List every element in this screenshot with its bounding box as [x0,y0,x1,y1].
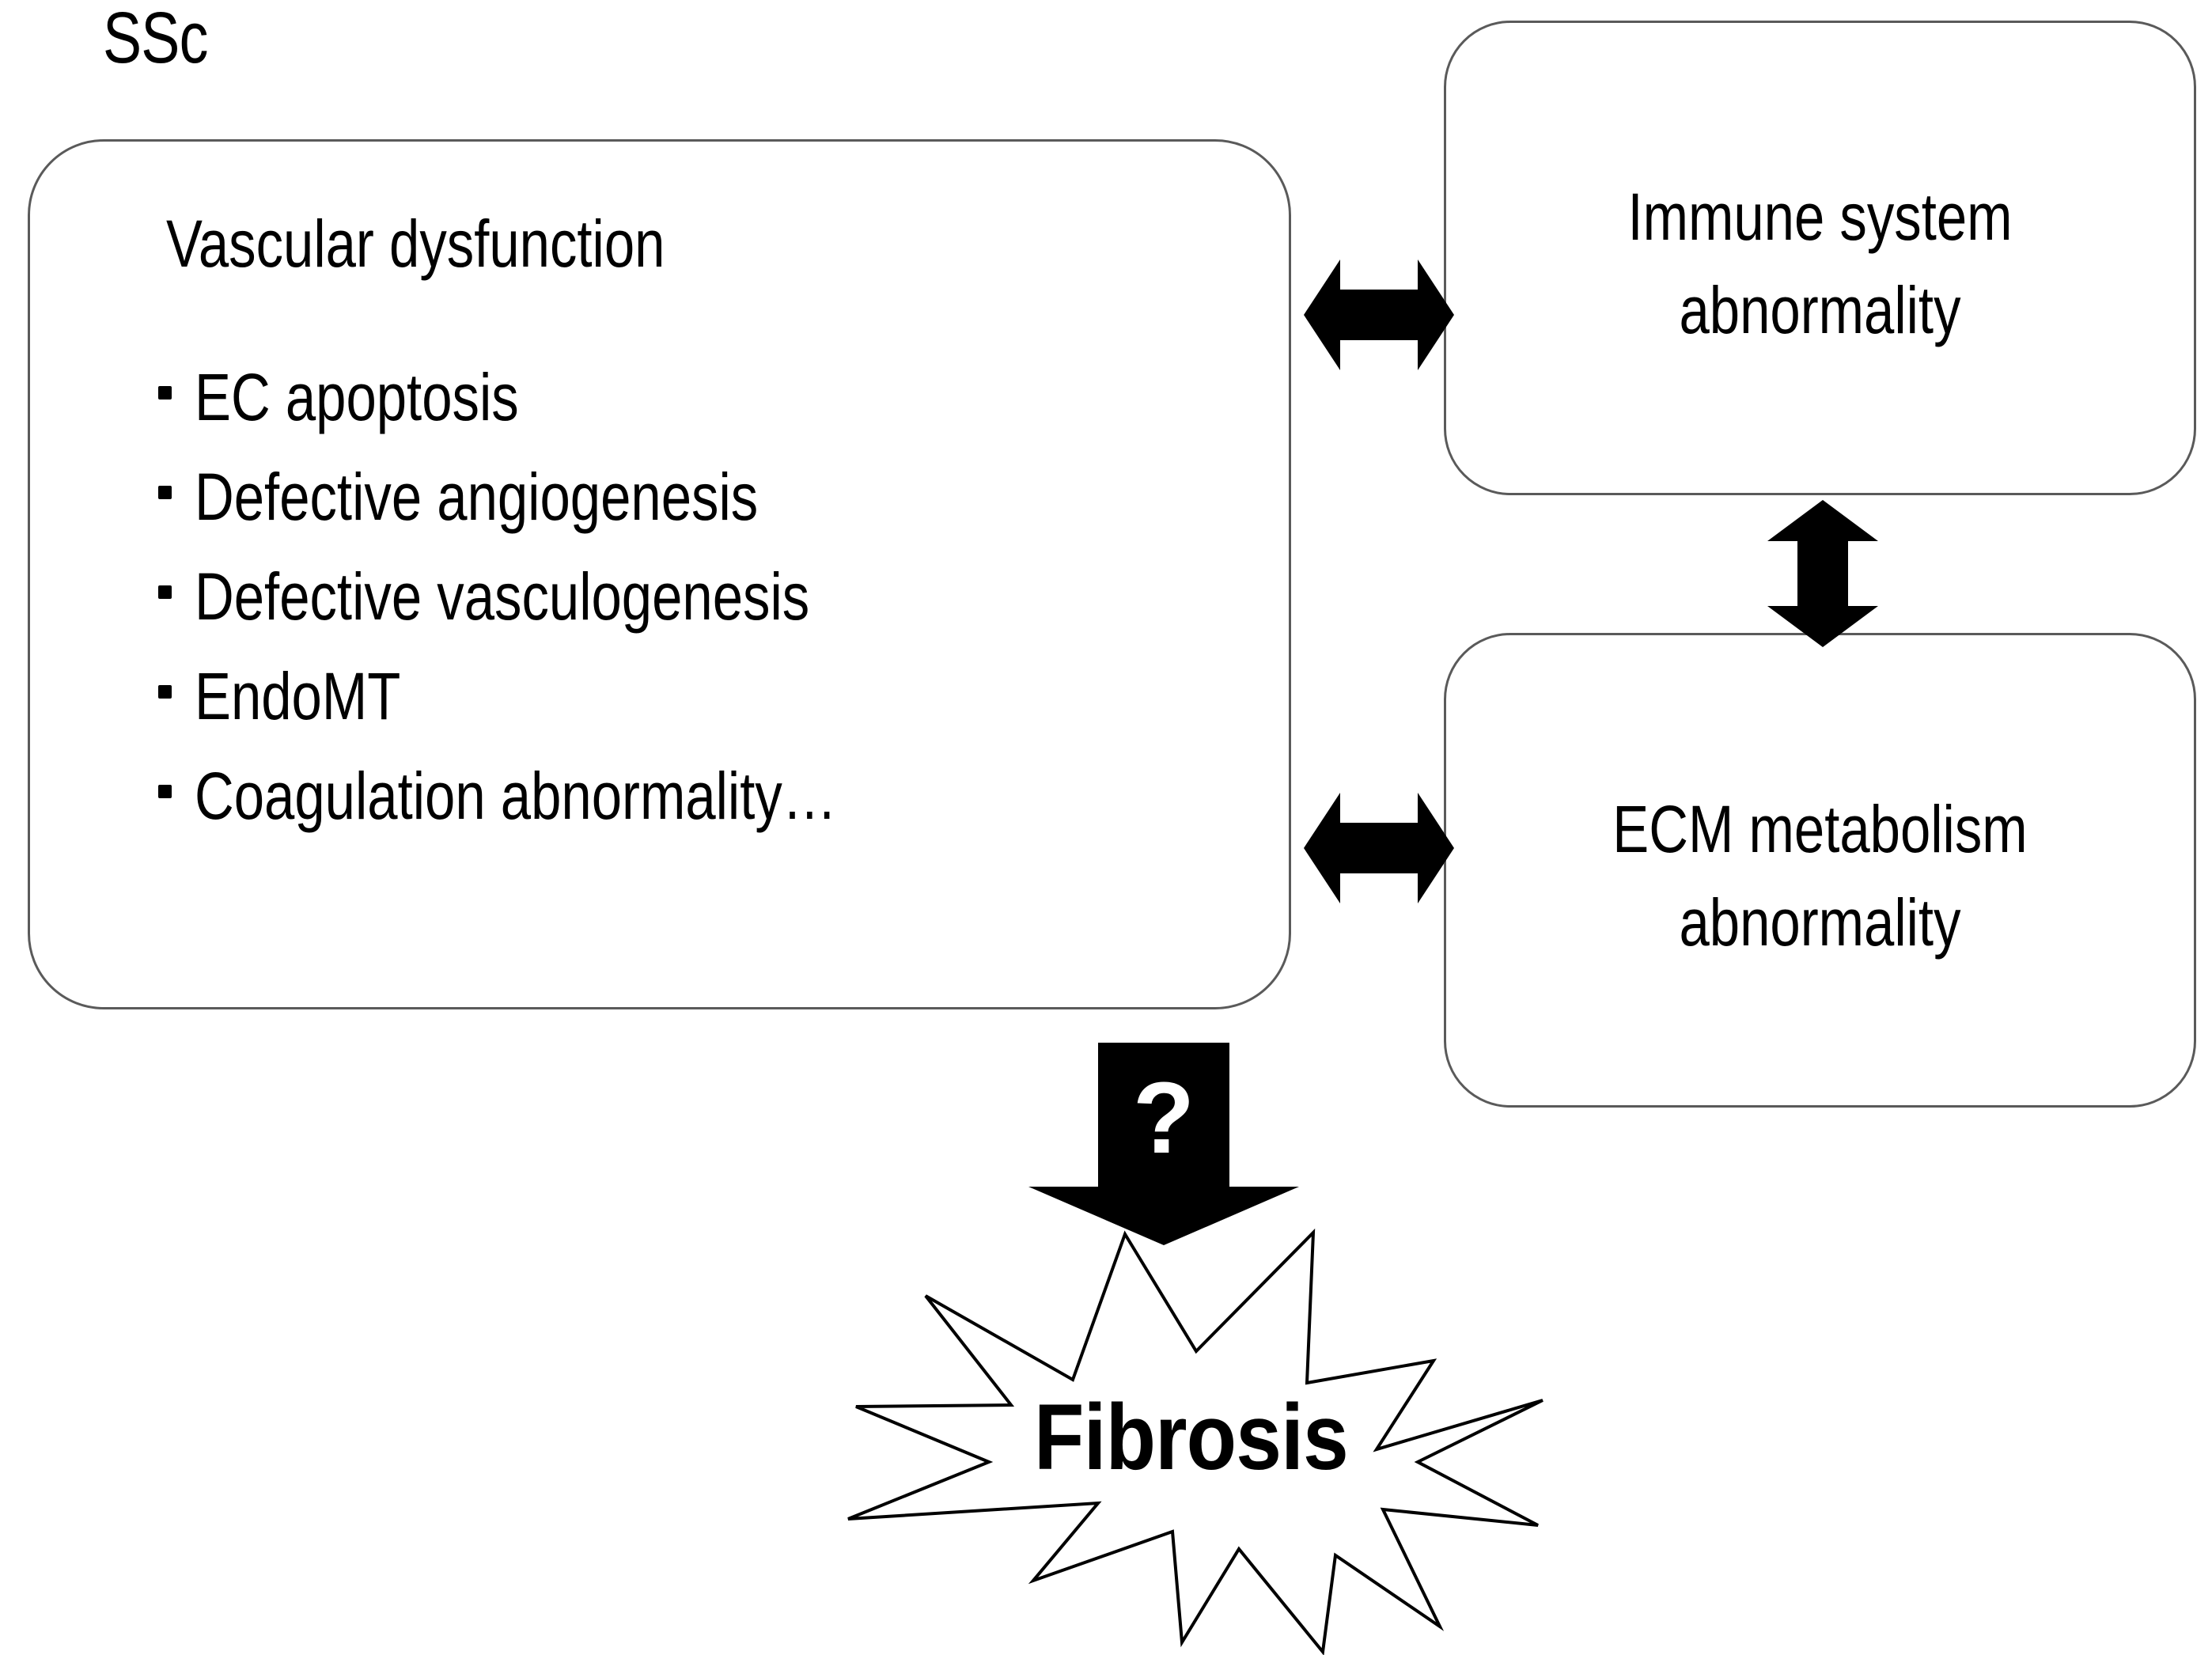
ecm-metabolism-abnormality-box: ECM metabolism abnormality [1444,633,2196,1108]
bullet-dot-icon [158,761,195,824]
list-item-label: Coagulation abnormality… [195,759,837,833]
ecm-line-1: ECM metabolism [1612,792,2028,866]
ecm-metabolism-abnormality-text: ECM metabolism abnormality [1446,782,2194,969]
bullet-dot-icon [158,362,195,426]
ecm-line-2: abnormality [1679,885,1961,960]
bullet-dot-icon [158,562,195,625]
immune-system-abnormality-box: Immune system abnormality [1444,21,2196,495]
list-item: Defective vasculogenesis [158,563,978,663]
list-item-label: EndoMT [195,659,401,733]
bullet-dot-icon [158,462,195,525]
down-block-arrow-icon [1028,1043,1299,1245]
list-item: Coagulation abnormality… [158,763,978,862]
double-headed-horizontal-arrow-icon [1304,259,1454,370]
list-item: EndoMT [158,663,978,763]
vascular-dysfunction-list: EC apoptosis Defective angiogenesis Defe… [158,364,978,862]
list-item-label: Defective angiogenesis [195,460,759,534]
fibrosis-label: Fibrosis [839,1391,1543,1484]
list-item-label: Defective vasculogenesis [195,559,810,634]
immune-line-2: abnormality [1679,273,1961,347]
bullet-dot-icon [158,661,195,725]
double-headed-vertical-arrow-icon [1767,500,1878,647]
immune-system-abnormality-text: Immune system abnormality [1446,170,2194,357]
vascular-dysfunction-box [28,139,1291,1009]
vascular-dysfunction-heading: Vascular dysfunction [166,206,665,281]
immune-line-1: Immune system [1627,180,2013,254]
list-item: EC apoptosis [158,364,978,464]
list-item: Defective angiogenesis [158,464,978,563]
disease-label: SSc [103,0,208,78]
double-headed-horizontal-arrow-icon [1304,793,1454,903]
list-item-label: EC apoptosis [195,360,519,434]
fibrosis-text: Fibrosis [1033,1385,1349,1490]
fibrosis-burst-shape [847,1228,1543,1655]
